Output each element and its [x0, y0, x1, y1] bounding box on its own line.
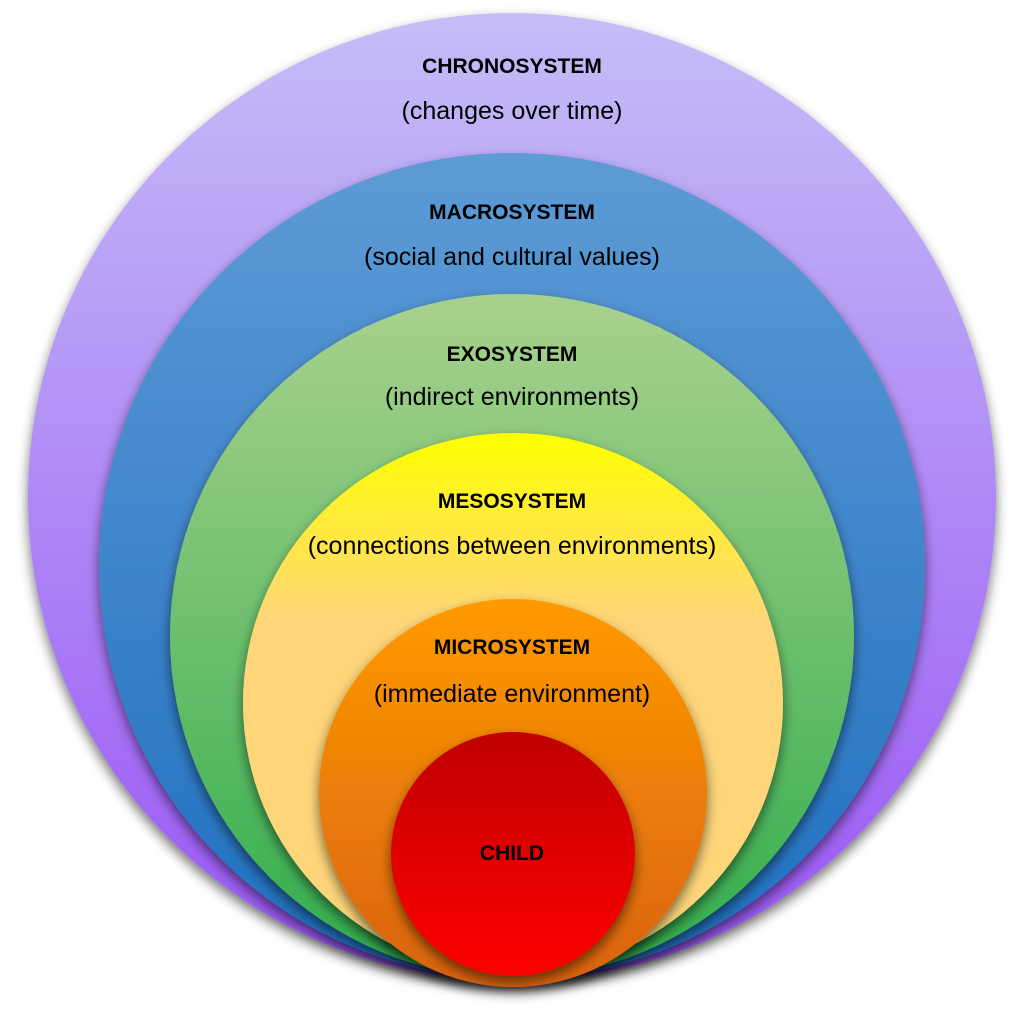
mesosystem-subtitle: (connections between environments): [307, 532, 717, 560]
microsystem-subtitle: (immediate environment): [373, 680, 651, 708]
chronosystem-title: CHRONOSYSTEM: [422, 55, 602, 78]
child-circle: [391, 732, 635, 976]
macrosystem-subtitle: (social and cultural values): [364, 243, 660, 271]
macrosystem-title: MACROSYSTEM: [429, 201, 595, 224]
exosystem-title: EXOSYSTEM: [446, 343, 578, 366]
microsystem-title: MICROSYSTEM: [433, 636, 591, 659]
exosystem-subtitle: (indirect environments): [384, 383, 640, 411]
chronosystem-subtitle: (changes over time): [401, 97, 623, 125]
child-title: CHILD: [479, 842, 545, 865]
mesosystem-title: MESOSYSTEM: [437, 490, 587, 513]
